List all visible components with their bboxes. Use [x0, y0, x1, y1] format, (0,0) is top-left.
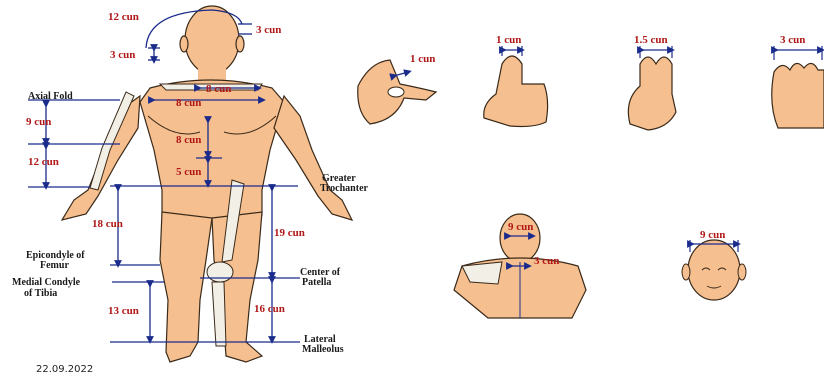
- sternum-measure-label: 8 cun: [176, 134, 201, 146]
- axial-fold-label: Axial Fold: [28, 91, 73, 102]
- back-figure: 9 cun 3 cun: [454, 214, 586, 318]
- medial-condyle-label-1: Medial Condyle: [12, 277, 81, 288]
- center-patella-label-2: Patella: [302, 277, 331, 288]
- greater-trochanter-label-2: Trochanter: [320, 183, 369, 194]
- epicondyle-label-2: Femur: [40, 260, 69, 271]
- abdomen-measure-label: 5 cun: [176, 166, 201, 178]
- left-leg: [160, 212, 212, 362]
- hand-two-fingers: 1.5 cun: [628, 34, 676, 130]
- right-arm: [274, 96, 352, 220]
- forehead-label: 3 cun: [256, 24, 281, 36]
- forearm-measure-label: 12 cun: [28, 156, 59, 168]
- thumb-measure-label: 1 cun: [496, 34, 521, 46]
- head: [185, 6, 239, 74]
- back-horizontal-measure-label: 3 cun: [534, 255, 559, 267]
- footer-date: 22.09.2022: [36, 364, 93, 375]
- lateral-leg-measure-label: 16 cun: [254, 303, 285, 315]
- medial-leg-measure-label: 13 cun: [108, 305, 139, 317]
- back-vertical-measure-label: 9 cun: [508, 221, 533, 233]
- front-body-figure: [62, 6, 352, 362]
- thigh-measure-label: 18 cun: [92, 218, 123, 230]
- hand-four-fingers: 3 cun: [772, 34, 824, 128]
- neck-measure-label: 3 cun: [110, 49, 135, 61]
- four-fingers-measure-label: 3 cun: [780, 34, 805, 46]
- two-fingers-measure-label: 1.5 cun: [634, 34, 668, 46]
- lateral-thigh-measure-label: 19 cun: [274, 227, 305, 239]
- torso: [140, 80, 284, 219]
- clavicle-measure-label: 8 cun: [206, 83, 231, 95]
- chest-measure-label: 8 cun: [176, 97, 201, 109]
- medial-condyle-label-2: of Tibia: [24, 288, 57, 299]
- tibia-bone: [212, 282, 226, 346]
- head-arc-label: 12 cun: [108, 11, 139, 23]
- knee-bone: [207, 262, 233, 282]
- right-ear: [236, 36, 244, 52]
- head-figure: 9 cun: [682, 229, 746, 300]
- upper-arm-measure-label: 9 cun: [26, 116, 51, 128]
- left-ear: [180, 36, 188, 52]
- hand-finger-thumb: 1 cun: [358, 53, 436, 124]
- head-width-measure-label: 9 cun: [700, 229, 725, 241]
- lateral-malleolus-label-2: Malleolus: [302, 344, 344, 355]
- finger-thumb-label: 1 cun: [410, 53, 435, 65]
- hand-thumb: 1 cun: [484, 34, 548, 127]
